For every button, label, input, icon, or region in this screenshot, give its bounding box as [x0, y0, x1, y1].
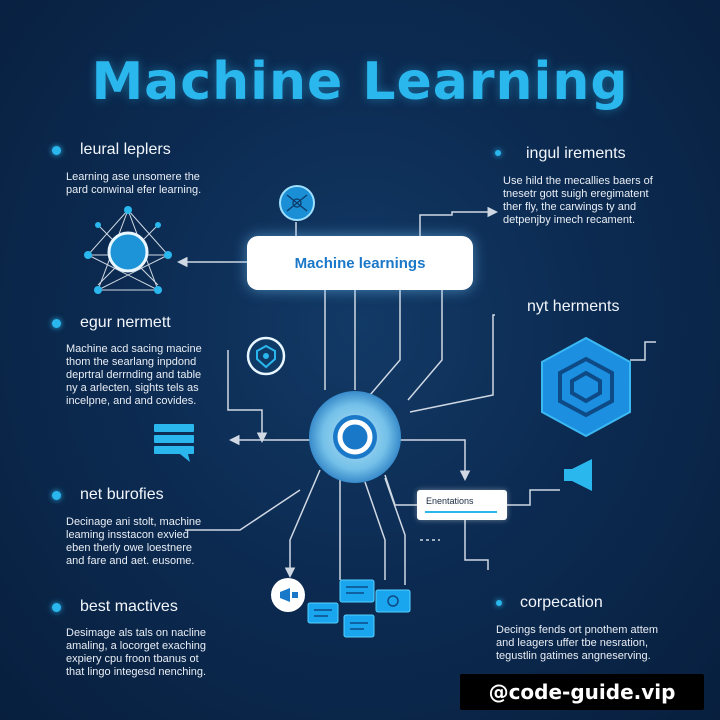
watermark: @code-guide.vip — [460, 674, 704, 710]
text-line: Machine acd sacing macine — [66, 343, 202, 355]
egur-heading: egur nermett — [80, 314, 171, 331]
best-heading: best mactives — [80, 598, 178, 615]
net-heading: net burofies — [80, 486, 164, 503]
ingul-heading: ingul irements — [526, 145, 626, 162]
bullet-dot — [52, 146, 61, 155]
bullet-dot — [52, 491, 61, 500]
entations-bar — [425, 511, 497, 513]
text-line: ther fly, the carwings ty and — [503, 201, 637, 213]
text-line: tegustlin gatimes angneserving. — [496, 650, 651, 662]
text-line: pard conwinal efer learning. — [66, 184, 202, 196]
text-line: Use hild the mecallies baers of — [503, 175, 653, 187]
text-line: eben therly owe loestnere — [66, 542, 192, 554]
egur-text: Machine acd sacing macine thom the searl… — [66, 343, 202, 408]
text-line: leaming insstacon exvied — [66, 529, 189, 541]
text-line: detpenjby imech recament. — [503, 214, 636, 226]
device-cluster-icon — [271, 578, 411, 638]
bullet-dot — [496, 600, 502, 606]
globe-node-icon — [279, 185, 315, 221]
megaphone-icon — [564, 459, 592, 491]
text-line: Decinage ani stolt, machine — [66, 516, 202, 528]
ingul-text: Use hild the mecallies baers of tnesetr … — [503, 175, 653, 227]
bullet-dot — [495, 150, 501, 156]
text-line: amaling, a locorget exaching — [66, 640, 207, 652]
corpecation-text: Decings fends ort pnothem attem and leag… — [496, 624, 658, 663]
bullet-dot — [52, 603, 61, 612]
text-line: and fare and aet. eusome. — [66, 555, 195, 567]
text-line: Desimage als tals on nacline — [66, 627, 207, 639]
net-text: Decinage ani stolt, machine leaming inss… — [66, 516, 201, 568]
text-line: tnesetr gott suigh eregimatent — [503, 188, 649, 200]
machine-learnings-box: Machine learnings — [247, 236, 473, 290]
text-line: that lingo integesd nenching. — [66, 666, 207, 678]
shield-icon — [246, 336, 286, 376]
bullet-dot — [52, 319, 61, 328]
text-line: ny a arlecten, sights tels as — [66, 382, 199, 394]
entations-label: Enentations — [426, 496, 474, 506]
text-line: deprtral derrnding and table — [66, 369, 202, 381]
entations-box: Enentations — [417, 490, 507, 520]
text-line: expiery cpu froon tbanus ot — [66, 653, 199, 665]
text-line: and leagers uffer tbe nesration, — [496, 637, 649, 649]
text-line: Decings fends ort pnothem attem — [496, 624, 659, 636]
best-text: Desimage als tals on nacline amaling, a … — [66, 627, 206, 679]
chat-bubble-icon — [154, 424, 194, 462]
nyt-heading: nyt herments — [527, 298, 620, 315]
text-line: Learning ase unsomere the — [66, 171, 200, 183]
text-line: thom the searlang inpdond — [66, 356, 197, 368]
text-line: incelpne, and and covides. — [66, 395, 197, 407]
neural-heading: leural leplers — [80, 141, 171, 158]
corpecation-heading: corpecation — [520, 594, 603, 611]
neural-text: Learning ase unsomere the pard conwinal … — [66, 171, 201, 197]
target-hub-icon — [309, 391, 401, 483]
page-title: Machine Learning — [91, 52, 629, 112]
neural-network-icon — [84, 206, 172, 294]
hexagon-icon — [541, 336, 631, 438]
